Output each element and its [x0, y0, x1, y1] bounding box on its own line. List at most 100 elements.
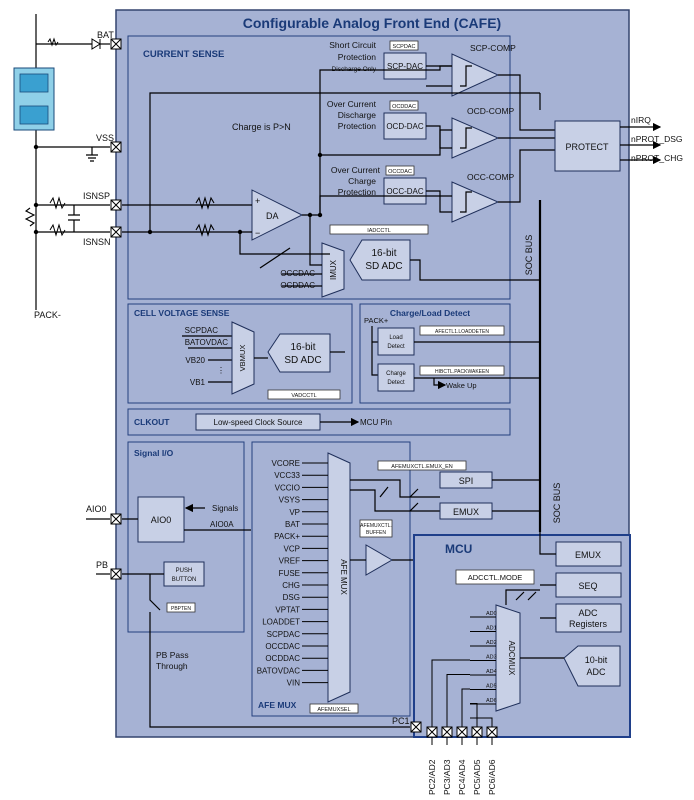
aio0-pin-label: AIO0 — [86, 504, 107, 514]
chgdet-ctl-text: HIBCTL.PACKWAKEEN — [435, 369, 489, 375]
occ-comp-label: OCC-COMP — [467, 172, 515, 182]
aio0-block — [137, 496, 185, 543]
pin-terminal-icon — [426, 726, 438, 738]
afe-input-label: CHG — [282, 581, 300, 590]
bat-pin-label: BAT — [97, 30, 114, 40]
ocd-hysteresis — [460, 127, 472, 149]
afe-emux-label: EMUX — [453, 507, 479, 517]
charge-detect-line1: Charge — [386, 371, 406, 377]
ad-input-label: AD1 — [486, 626, 497, 632]
occ-desc-2: Charge — [348, 176, 376, 186]
chgdet-ctl-tag — [419, 365, 505, 376]
protect-label: PROTECT — [565, 142, 609, 152]
afe-input-label: VCC33 — [274, 471, 300, 480]
pack-plus-label: PACK+ — [364, 316, 389, 325]
pb-pass-line2: Through — [156, 661, 188, 671]
afemuxsel-text: AFEMUXSEL — [317, 707, 350, 713]
cv-input-scpdac: SCPDAC — [185, 326, 219, 335]
cell-adc — [267, 333, 331, 373]
pin-terminal-icon — [110, 513, 122, 525]
iadcctl-tag — [329, 224, 429, 235]
afe-input-label: VCCIO — [275, 483, 300, 492]
soc-bus-label-bottom: SOC BUS — [552, 483, 562, 524]
vadcctl-tag — [267, 389, 341, 400]
mcu-adc — [563, 645, 621, 687]
scp-desc-2: Protection — [338, 52, 377, 62]
occ-dac-label: OCC-DAC — [386, 187, 424, 196]
pb-pin-label: PB — [96, 560, 108, 570]
ocd-dac-tag-text: OCDDAC — [392, 104, 416, 110]
mcu-adc-line2: ADC — [586, 667, 606, 677]
buffen-line2: BUFFEN — [366, 530, 386, 536]
adc-regs-line1: ADC — [578, 608, 598, 618]
signals-label: Signals — [212, 504, 238, 513]
ad-input-label: AD4 — [486, 669, 497, 675]
afe-mux — [327, 452, 351, 703]
afe-input-label: VREF — [279, 557, 300, 566]
bottom-pin-label: PC6/AD6 — [487, 759, 497, 795]
bottom-pin-route — [446, 674, 470, 732]
mcu-title: MCU — [445, 542, 472, 556]
pack-minus-label: PACK- — [34, 310, 61, 320]
vadcctl-text: VADCCTL — [291, 393, 316, 399]
current-adc-line1: 16-bit — [371, 248, 396, 259]
imux-label: IMUX — [329, 259, 338, 280]
aio0a-label: AIO0A — [210, 520, 234, 529]
pc1-pin-label: PC1 — [392, 716, 410, 726]
aio0-block-label: AIO0 — [151, 515, 172, 525]
current-adc — [349, 239, 411, 281]
current-sense-title: CURRENT SENSE — [143, 49, 224, 60]
afe-input-label: OCCDAC — [265, 642, 300, 651]
emux-en-text: AFEMUXCTL.EMUX_EN — [391, 464, 452, 470]
pbpten-text: PBPTEN — [171, 606, 191, 612]
cell-adc-line2: SD ADC — [284, 355, 321, 366]
load-detect-title: Charge/Load Detect — [390, 308, 470, 318]
occ-hysteresis — [460, 191, 472, 213]
occ-desc-1: Over Current — [331, 165, 381, 175]
bottom-pin-label: PC4/AD4 — [457, 759, 467, 795]
pin-terminal-icon — [471, 726, 483, 738]
iadcctl-text: IADCCTL — [367, 228, 391, 234]
ocd-dac — [383, 112, 427, 140]
pbpten-tag — [166, 602, 196, 613]
bottom-pin-label: PC3/AD3 — [442, 759, 452, 795]
afe-input-label: VCORE — [272, 459, 300, 468]
scp-desc-1: Short Circuit — [329, 40, 376, 50]
afe-input-label: VIN — [287, 679, 301, 688]
occ-desc-3: Protection — [338, 187, 377, 197]
load-detect-line1: Load — [389, 335, 402, 341]
afe-mux-label: AFE MUX — [339, 559, 348, 595]
adcctl-mode-text: ADCCTL.MODE — [468, 573, 523, 582]
cv-input-vb20: VB20 — [185, 356, 205, 365]
afe-input-label: VPTAT — [275, 605, 300, 614]
adcmux-label: ADCMUX — [507, 641, 516, 676]
afe-input-label: PACK+ — [274, 532, 300, 541]
loaddet-ctl-tag — [419, 325, 505, 336]
da-label: DA — [266, 211, 279, 221]
scp-dac-label: SCP-DAC — [387, 62, 423, 71]
scp-comp-label: SCP-COMP — [470, 43, 516, 53]
afe-input-label: FUSE — [279, 569, 300, 578]
ocd-desc-3: Protection — [338, 121, 377, 131]
mcu-emux-label: EMUX — [575, 550, 601, 560]
afe-input-label: BAT — [285, 520, 300, 529]
scp-hysteresis — [460, 65, 472, 87]
pin-terminal-icon — [441, 726, 453, 738]
da-minus: − — [255, 228, 260, 238]
wake-up-label: Wake Up — [446, 381, 477, 390]
isnsn-pin-label: ISNSN — [83, 237, 111, 247]
battery-cell-icon — [19, 73, 49, 93]
pin-terminal-icon — [110, 38, 122, 50]
occ-dac-tag-text: OCCDAC — [388, 169, 412, 175]
afe-input-label: VCP — [284, 544, 300, 553]
bottom-pin-label: PC2/AD2 — [427, 759, 437, 795]
load-detect-block — [377, 327, 415, 356]
vbmux — [231, 321, 255, 395]
nprot-dsg-label: nPROT_DSG — [631, 134, 683, 144]
pin-terminal-icon — [110, 568, 122, 580]
cv-dots: ⋮ — [217, 366, 225, 375]
loaddet-ctl-text: AFECTL1.LOADDETEN — [435, 329, 489, 335]
ad-input-label: AD6 — [486, 698, 497, 704]
afemuxsel-tag — [309, 703, 359, 714]
